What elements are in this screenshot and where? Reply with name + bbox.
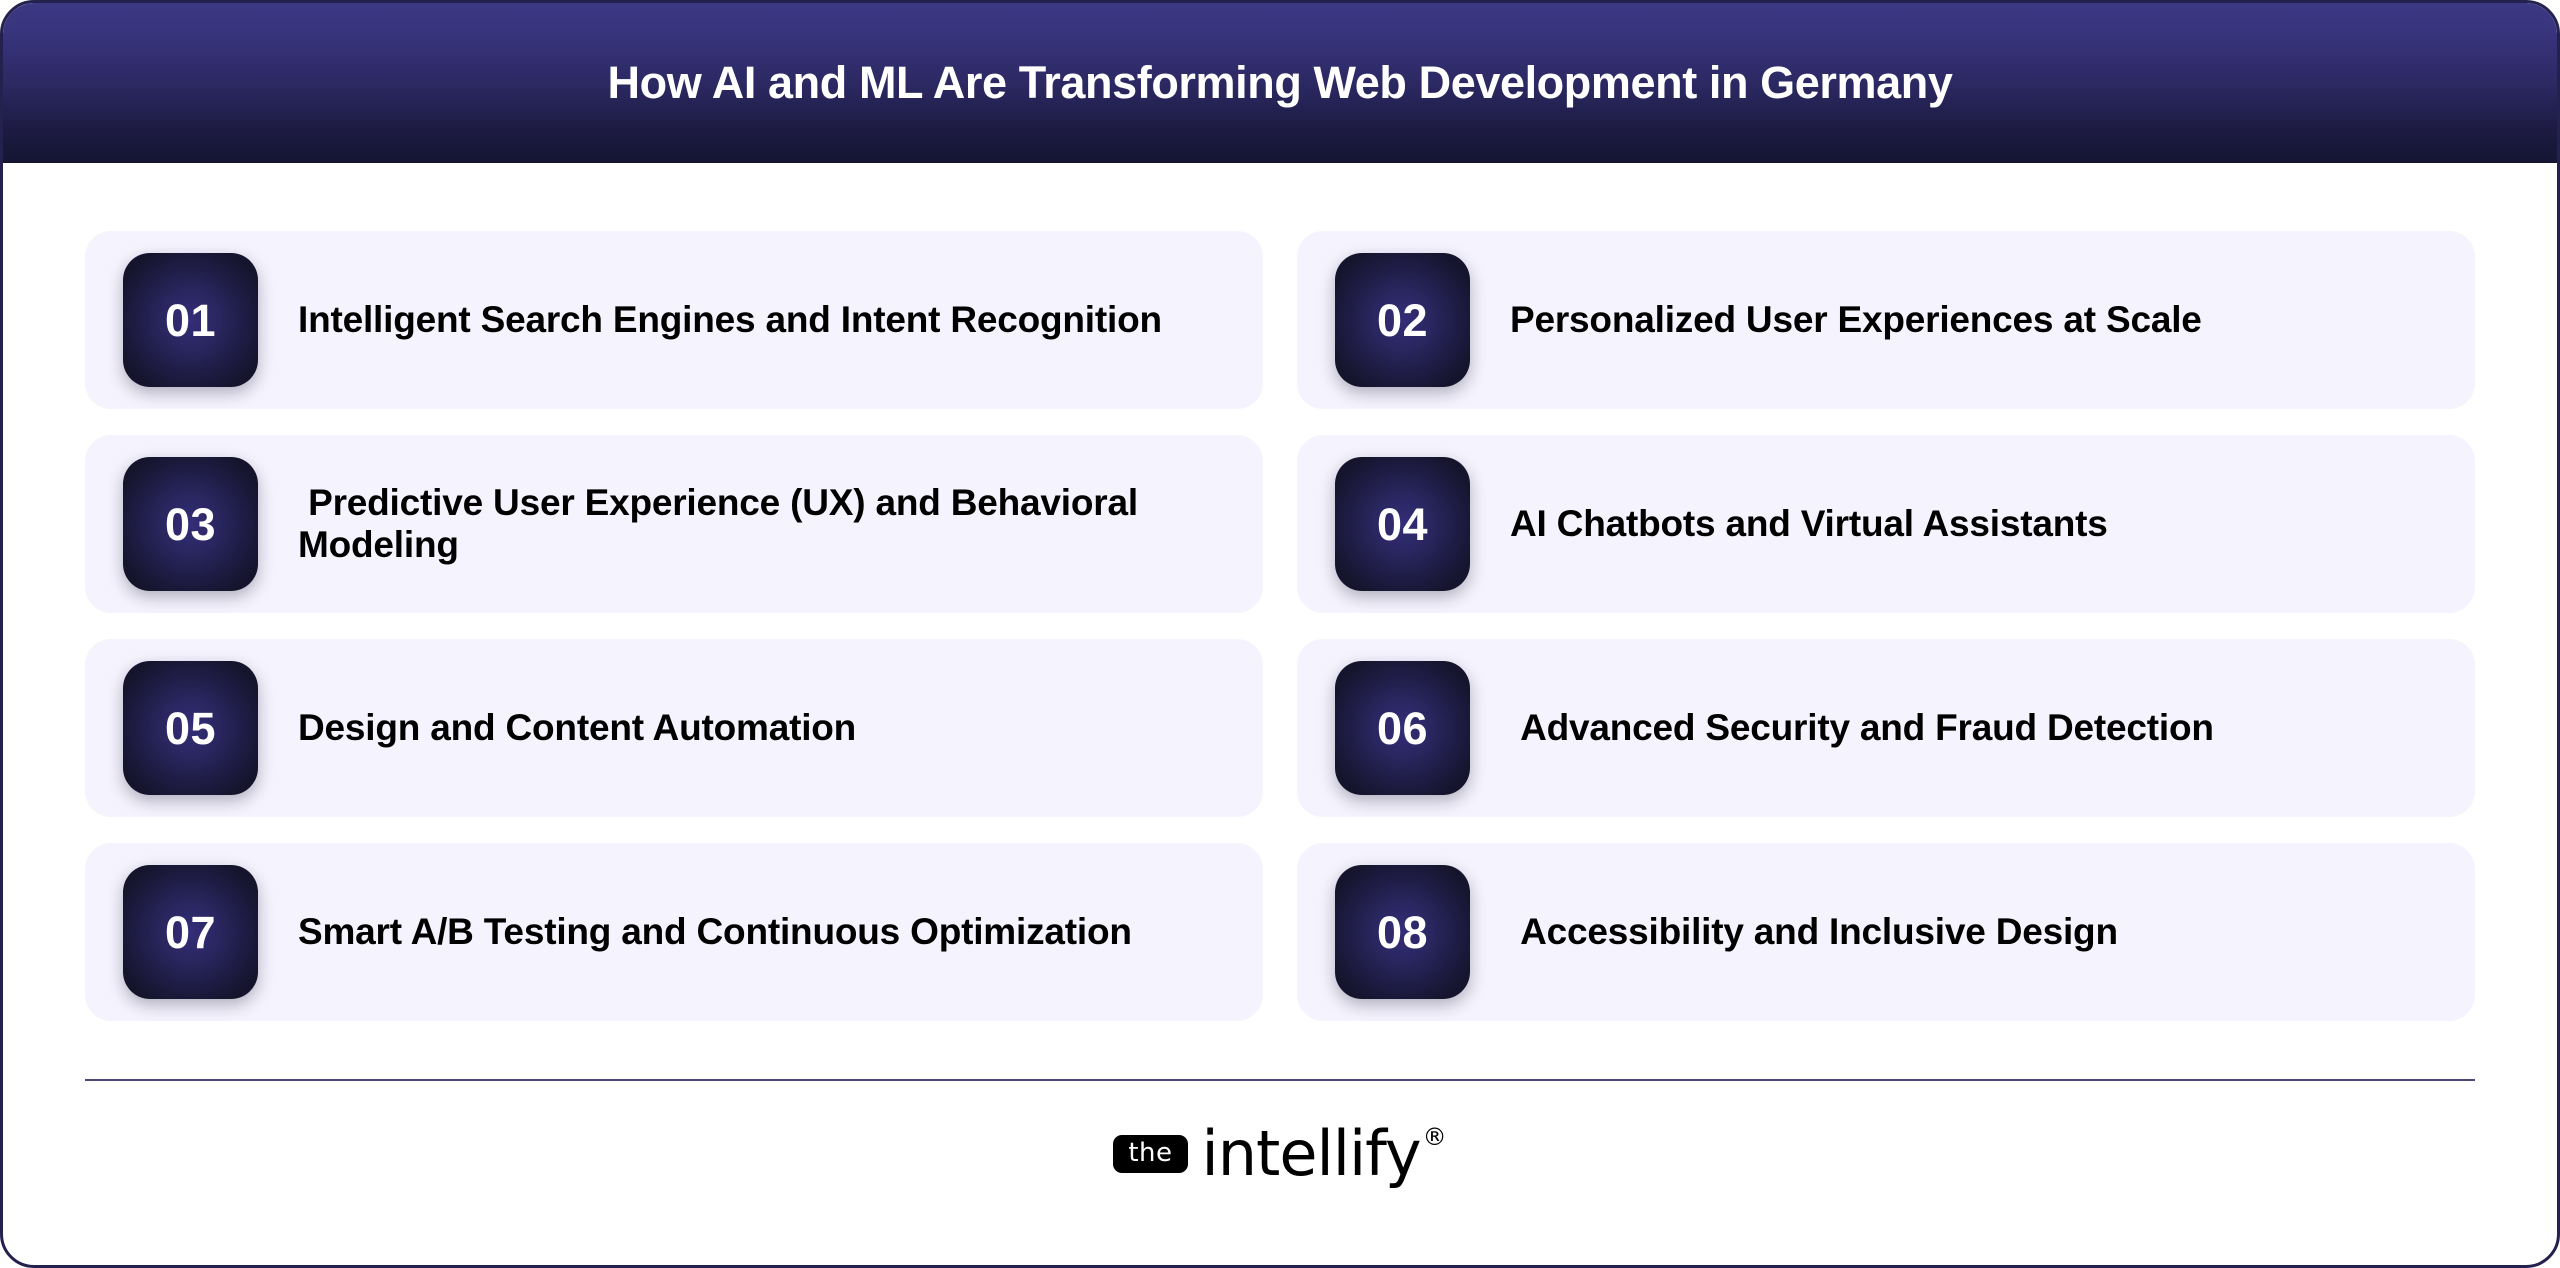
card-label: Accessibility and Inclusive Design [1510,910,2118,952]
badge-06: 06 [1335,661,1470,795]
card-label: AI Chatbots and Virtual Assistants [1510,502,2108,544]
card-label: Smart A/B Testing and Continuous Optimiz… [298,910,1132,952]
card-05[interactable]: 05 Design and Content Automation [85,639,1263,817]
badge-number: 04 [1376,498,1429,550]
card-label: Advanced Security and Fraud Detection [1510,706,2214,748]
badge-07: 07 [123,865,258,999]
page-title: How AI and ML Are Transforming Web Devel… [607,57,1953,109]
logo-wordmark: intellify ® [1202,1123,1447,1185]
badge-01: 01 [123,253,258,387]
cards-section: 01 Intelligent Search Engines and Intent… [3,163,2557,1081]
card-03[interactable]: 03 Predictive User Experience (UX) and B… [85,435,1263,613]
registered-trademark-icon: ® [1422,1123,1447,1151]
badge-number: 05 [164,702,217,754]
footer-bar: the intellify ® [3,1081,2557,1227]
logo-the-badge: the [1113,1135,1188,1173]
badge-02: 02 [1335,253,1470,387]
badge-04: 04 [1335,457,1470,591]
badge-number: 06 [1376,702,1429,754]
card-06[interactable]: 06 Advanced Security and Fraud Detection [1297,639,2475,817]
badge-03: 03 [123,457,258,591]
brand-logo[interactable]: the intellify ® [1113,1123,1447,1185]
badge-number: 01 [164,294,217,346]
card-label: Personalized User Experiences at Scale [1510,298,2202,340]
footer-divider [85,1079,2475,1081]
badge-number: 07 [164,906,217,958]
badge-08: 08 [1335,865,1470,999]
card-01[interactable]: 01 Intelligent Search Engines and Intent… [85,231,1263,409]
badge-number: 02 [1376,294,1429,346]
card-label: Predictive User Experience (UX) and Beha… [298,481,1148,565]
card-label: Design and Content Automation [298,706,857,748]
card-08[interactable]: 08 Accessibility and Inclusive Design [1297,843,2475,1021]
logo-name-text: intellify [1201,1117,1422,1190]
cards-grid: 01 Intelligent Search Engines and Intent… [85,231,2475,1021]
card-04[interactable]: 04 AI Chatbots and Virtual Assistants [1297,435,2475,613]
badge-number: 08 [1376,906,1429,958]
header-banner: How AI and ML Are Transforming Web Devel… [3,3,2557,163]
card-07[interactable]: 07 Smart A/B Testing and Continuous Opti… [85,843,1263,1021]
card-label: Intelligent Search Engines and Intent Re… [298,298,1162,340]
badge-05: 05 [123,661,258,795]
card-02[interactable]: 02 Personalized User Experiences at Scal… [1297,231,2475,409]
badge-number: 03 [164,498,217,550]
